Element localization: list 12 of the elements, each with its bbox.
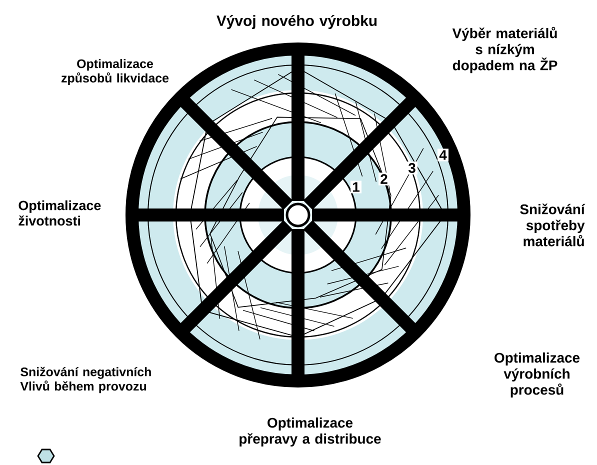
strategy-label: Optimalizace výrobních procesů <box>494 352 580 398</box>
strategy-label: Vývoj nového výrobku <box>216 14 377 30</box>
ring-number: 1 <box>350 180 362 194</box>
ring-number: 4 <box>438 148 448 162</box>
ring-number: 2 <box>378 172 390 186</box>
strategy-label: Snižování negativních Vlivů během provozu <box>20 366 151 394</box>
strategy-label: Snižování spotřeby materiálů <box>520 204 586 246</box>
strategy-label: Výběr materiálů s nízkým dopadem na ŽP <box>452 26 558 74</box>
ring-number: 3 <box>406 162 418 174</box>
strategy-label: Optimalizace životnosti <box>18 200 101 226</box>
strategy-label: Optimalizace přepravy a distribuce <box>240 417 381 447</box>
strategy-label: Optimalizace způsobů likvidace <box>62 59 169 85</box>
